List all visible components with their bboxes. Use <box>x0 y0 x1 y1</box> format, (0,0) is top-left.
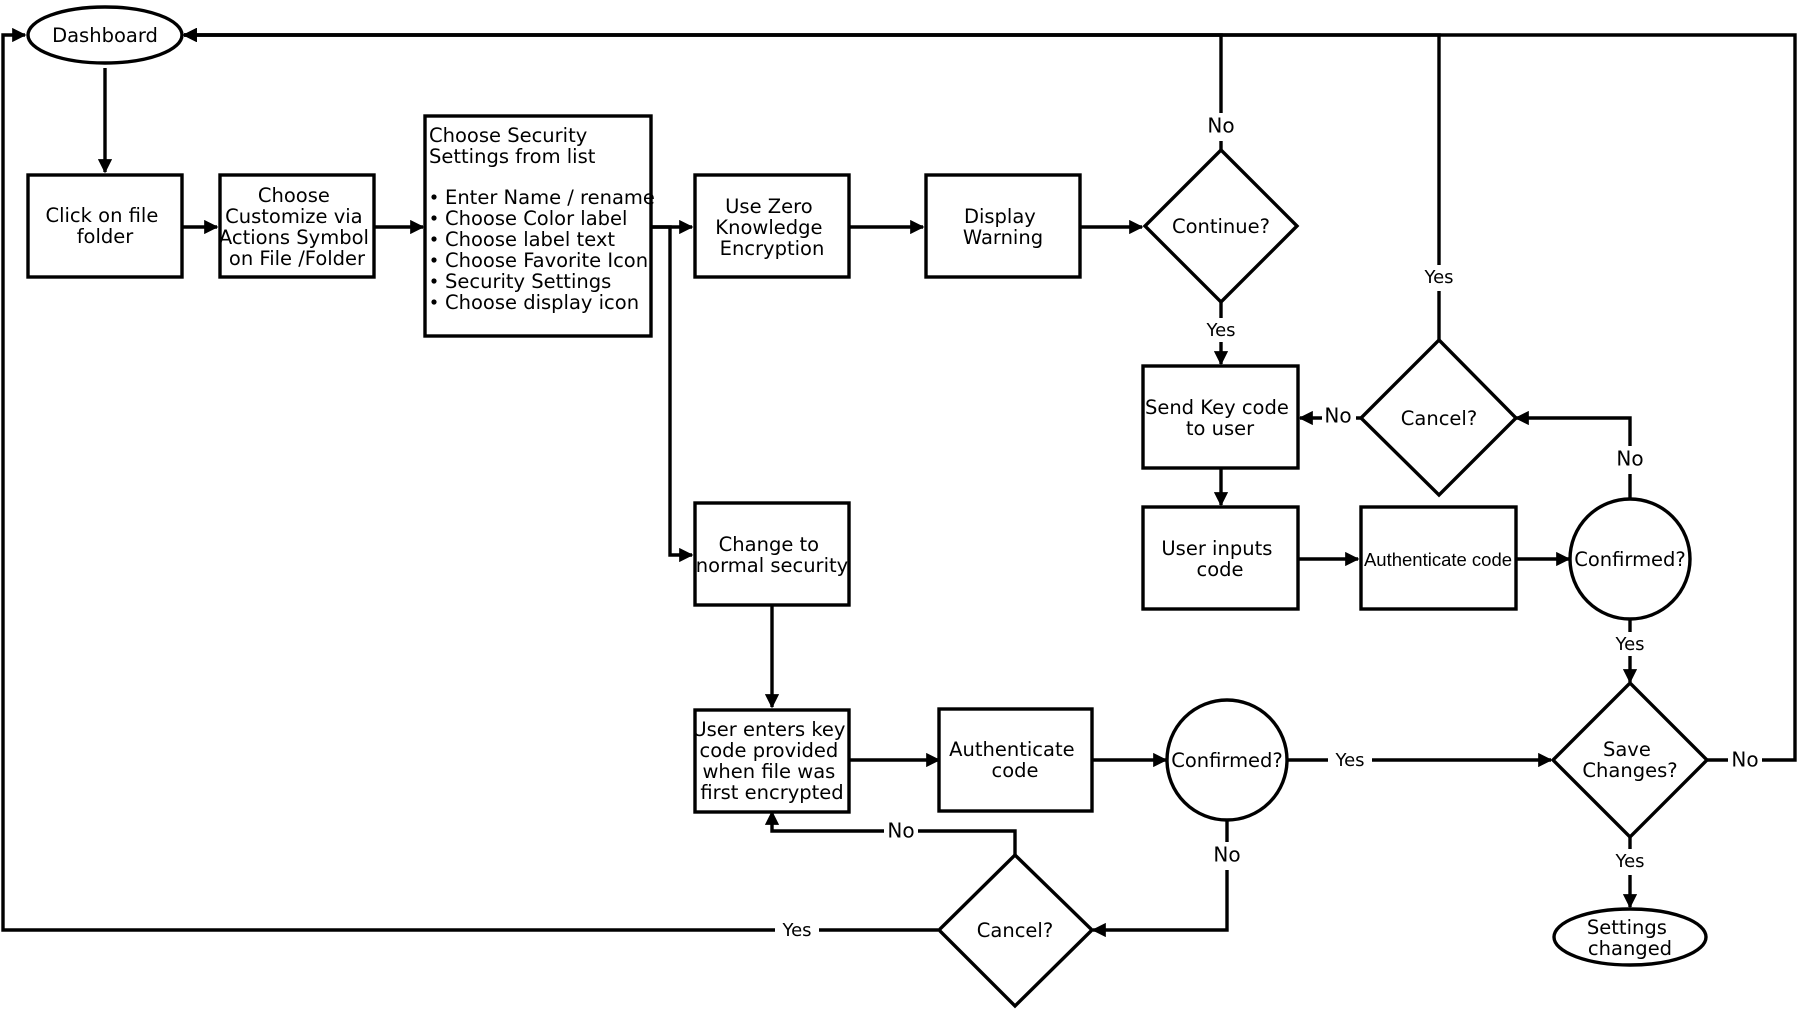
node-authenticate-bottom: Authenticate code <box>937 707 1094 813</box>
label-save-yes: Yes <box>1614 851 1644 872</box>
node-normal-security-label: Change to normal security <box>696 533 848 577</box>
label-cancel-bottom-yes: Yes <box>781 920 811 941</box>
node-choose-customize: Choose Customize via Actions Symbol on F… <box>218 173 376 279</box>
bullet-icon <box>431 194 437 200</box>
edge-confirmed-top-no-to-cancel <box>1514 410 1632 499</box>
node-send-key: Send Key code to user <box>1141 364 1300 470</box>
label-continue-yes: Yes <box>1205 320 1235 341</box>
security-item-rename: Enter Name / rename <box>445 186 655 209</box>
node-click-folder: Click on file folder <box>26 173 184 279</box>
node-security-settings-list: Choose Security Settings from list Enter… <box>423 114 655 338</box>
node-zero-knowledge: Use Zero Knowledge Encryption <box>693 173 851 279</box>
node-zero-knowledge-label: Use Zero Knowledge Encryption <box>715 195 828 260</box>
security-item-color-label: Choose Color label <box>445 207 627 230</box>
node-settings-changed: Settings changed <box>1552 907 1708 967</box>
label-confirmed-top-yes: Yes <box>1614 634 1644 655</box>
node-authenticate-top-label: Authenticate code <box>1364 549 1512 570</box>
node-authenticate-top: Authenticate code <box>1359 505 1518 611</box>
node-confirmed-bottom: Confirmed? <box>1165 698 1289 822</box>
node-user-enters-key: User enters key code provided when file … <box>692 708 851 814</box>
node-user-enters-key-label: User enters key code provided when file … <box>692 718 851 804</box>
node-choose-customize-label: Choose Customize via Actions Symbol on F… <box>219 184 375 270</box>
security-item-security-settings: Security Settings <box>445 270 611 293</box>
security-settings-items: Enter Name / rename Choose Color label C… <box>431 186 655 314</box>
label-save-no: No <box>1731 748 1758 772</box>
node-click-folder-label: Click on file folder <box>45 204 164 248</box>
node-continue-decision: Continue? <box>1142 147 1300 305</box>
bullet-icon <box>431 299 437 305</box>
node-security-settings-heading: Choose Security Settings from list <box>429 124 596 168</box>
edge-labels: No Yes Yes No No Yes Yes No No Yes No Ye… <box>775 113 1762 943</box>
nodes: Dashboard Click on file folder Choose Cu… <box>26 5 1710 1009</box>
security-item-favorite-icon: Choose Favorite Icon <box>445 249 648 272</box>
node-confirmed-top: Confirmed? <box>1568 497 1692 621</box>
node-confirmed-top-label: Confirmed? <box>1574 548 1686 571</box>
node-user-inputs-label: User inputs code <box>1161 537 1278 581</box>
node-authenticate-bottom-label: Authenticate code <box>949 738 1081 782</box>
node-dashboard: Dashboard <box>26 5 184 65</box>
node-cancel-decision-bottom: Cancel? <box>936 852 1095 1009</box>
node-save-changes-decision: Save Changes? <box>1550 680 1710 840</box>
bullet-icon <box>431 236 437 242</box>
label-continue-no: No <box>1207 114 1234 138</box>
edge-security-list-to-normal-security <box>651 225 694 563</box>
label-confirmed-bottom-yes: Yes <box>1334 750 1364 771</box>
node-save-changes-label: Save Changes? <box>1582 738 1677 782</box>
node-display-warning-label: Display Warning <box>963 205 1043 249</box>
node-cancel-decision-top: Cancel? <box>1358 337 1519 498</box>
edge-confirmed-bottom-no-to-cancel <box>1091 821 1229 938</box>
edge-continue-no-to-dashboard <box>182 27 1223 150</box>
label-cancel-bottom-no: No <box>887 819 914 843</box>
security-item-display-icon: Choose display icon <box>445 291 639 314</box>
label-cancel-top-yes: Yes <box>1423 267 1453 288</box>
bullet-icon <box>431 278 437 284</box>
bullet-icon <box>431 215 437 221</box>
security-item-label-text: Choose label text <box>445 228 615 251</box>
label-cancel-top-no: No <box>1324 404 1351 428</box>
node-user-inputs: User inputs code <box>1141 505 1300 611</box>
node-normal-security: Change to normal security <box>693 501 851 607</box>
node-confirmed-bottom-label: Confirmed? <box>1171 749 1283 772</box>
node-send-key-label: Send Key code to user <box>1145 396 1295 440</box>
node-settings-changed-label: Settings changed <box>1587 916 1673 960</box>
bullet-icon <box>431 257 437 263</box>
node-dashboard-label: Dashboard <box>52 24 158 47</box>
node-cancel-top-label: Cancel? <box>1401 407 1477 430</box>
node-cancel-bottom-label: Cancel? <box>977 919 1053 942</box>
node-continue-label: Continue? <box>1172 215 1270 238</box>
edges <box>1 27 1797 938</box>
label-confirmed-bottom-no: No <box>1213 843 1240 867</box>
edge-cancel-bottom-yes-to-dashboard <box>1 27 938 932</box>
node-display-warning: Display Warning <box>924 173 1082 279</box>
label-confirmed-top-no: No <box>1616 447 1643 471</box>
